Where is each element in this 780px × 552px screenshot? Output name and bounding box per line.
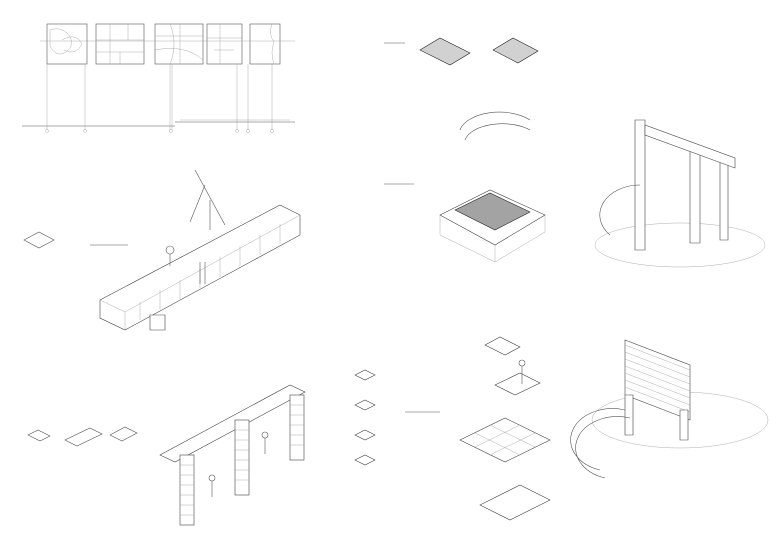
elevation-strip [22,23,295,133]
portal-structure [594,119,766,268]
component-stacking [354,336,551,521]
block-assembly-isometric [23,169,301,331]
grid-modules [384,37,539,141]
screen-structure [570,339,769,479]
frame-assembly-isometric [27,384,306,526]
stand-assembly [384,183,546,263]
